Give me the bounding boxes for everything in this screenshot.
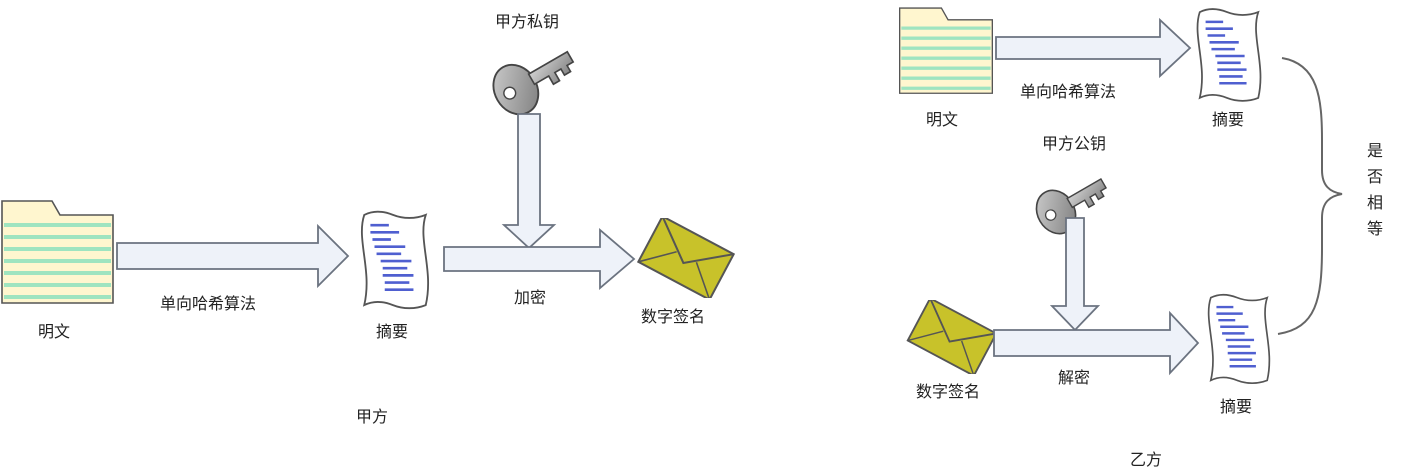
encrypt-arrow	[443, 228, 636, 290]
public-key-arrow	[1049, 217, 1101, 332]
plaintext-label: 明文	[38, 322, 71, 341]
digest-top-label: 摘要	[1212, 110, 1245, 129]
party-b-title: 乙方	[1130, 450, 1163, 469]
digest-scroll-icon	[1207, 293, 1271, 385]
digest-bottom-label: 摘要	[1220, 397, 1253, 416]
signature-envelope-icon	[906, 300, 998, 374]
party-a-title: 甲方	[356, 407, 389, 426]
signature-label: 数字签名	[641, 307, 706, 326]
decrypt-arrow	[993, 310, 1200, 376]
private-key-arrow	[501, 113, 557, 250]
compare-brace	[1277, 57, 1343, 335]
hash-algorithm-label-b: 单向哈希算法	[1020, 82, 1117, 101]
private-key-label: 甲方私钥	[495, 12, 560, 31]
plaintext-file-icon	[0, 199, 115, 305]
hash-algorithm-label: 单向哈希算法	[160, 294, 257, 313]
digest-scroll-icon	[360, 210, 430, 310]
compare-label: 是否相等	[1366, 141, 1383, 238]
plaintext-file-icon	[898, 6, 994, 96]
digest-scroll-icon	[1196, 7, 1262, 103]
decrypt-label: 解密	[1058, 368, 1091, 387]
signature-label-b: 数字签名	[916, 382, 981, 401]
private-key-icon	[486, 34, 580, 124]
public-key-label: 甲方公钥	[1042, 134, 1107, 153]
digest-label: 摘要	[376, 322, 409, 341]
signature-envelope-icon	[637, 218, 735, 298]
hash-arrow	[116, 223, 350, 289]
hash-arrow-b	[995, 17, 1192, 79]
encrypt-label: 加密	[514, 288, 547, 307]
plaintext-label-b: 明文	[926, 110, 959, 129]
